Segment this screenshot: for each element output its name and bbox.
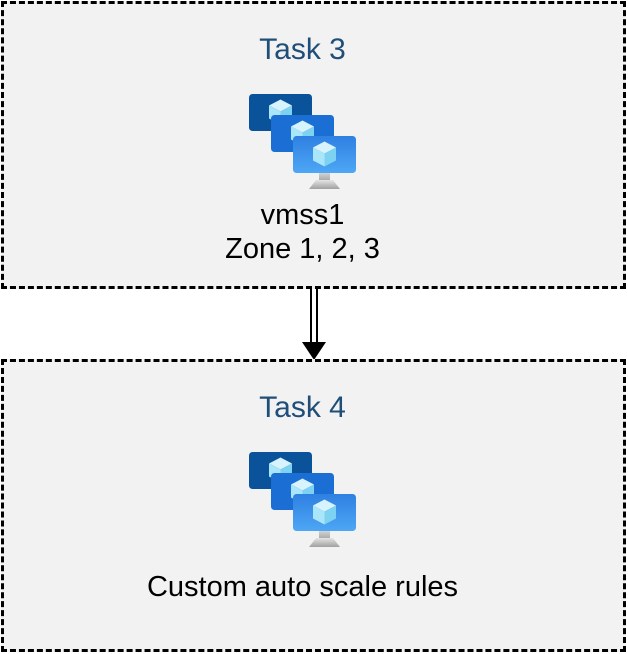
- down-arrow-connector: [302, 287, 326, 360]
- zones-label: Zone 1, 2, 3: [225, 233, 380, 265]
- task4-box: Task 4 Custom auto scale rules: [1, 359, 626, 652]
- task4-label: Custom auto scale rules: [147, 570, 458, 604]
- vm-scale-sets-icon: [248, 452, 356, 547]
- task3-title: Task 3: [259, 33, 346, 66]
- task3-box: Task 3 vmss1 Zone 1, 2, 3: [1, 1, 626, 289]
- vm-scale-sets-icon: [248, 94, 356, 189]
- task3-label: vmss1 Zone 1, 2, 3: [225, 198, 380, 266]
- vmss-name-label: vmss1: [260, 199, 345, 231]
- task4-title: Task 4: [259, 391, 346, 424]
- autoscale-rules-label: Custom auto scale rules: [146, 571, 459, 603]
